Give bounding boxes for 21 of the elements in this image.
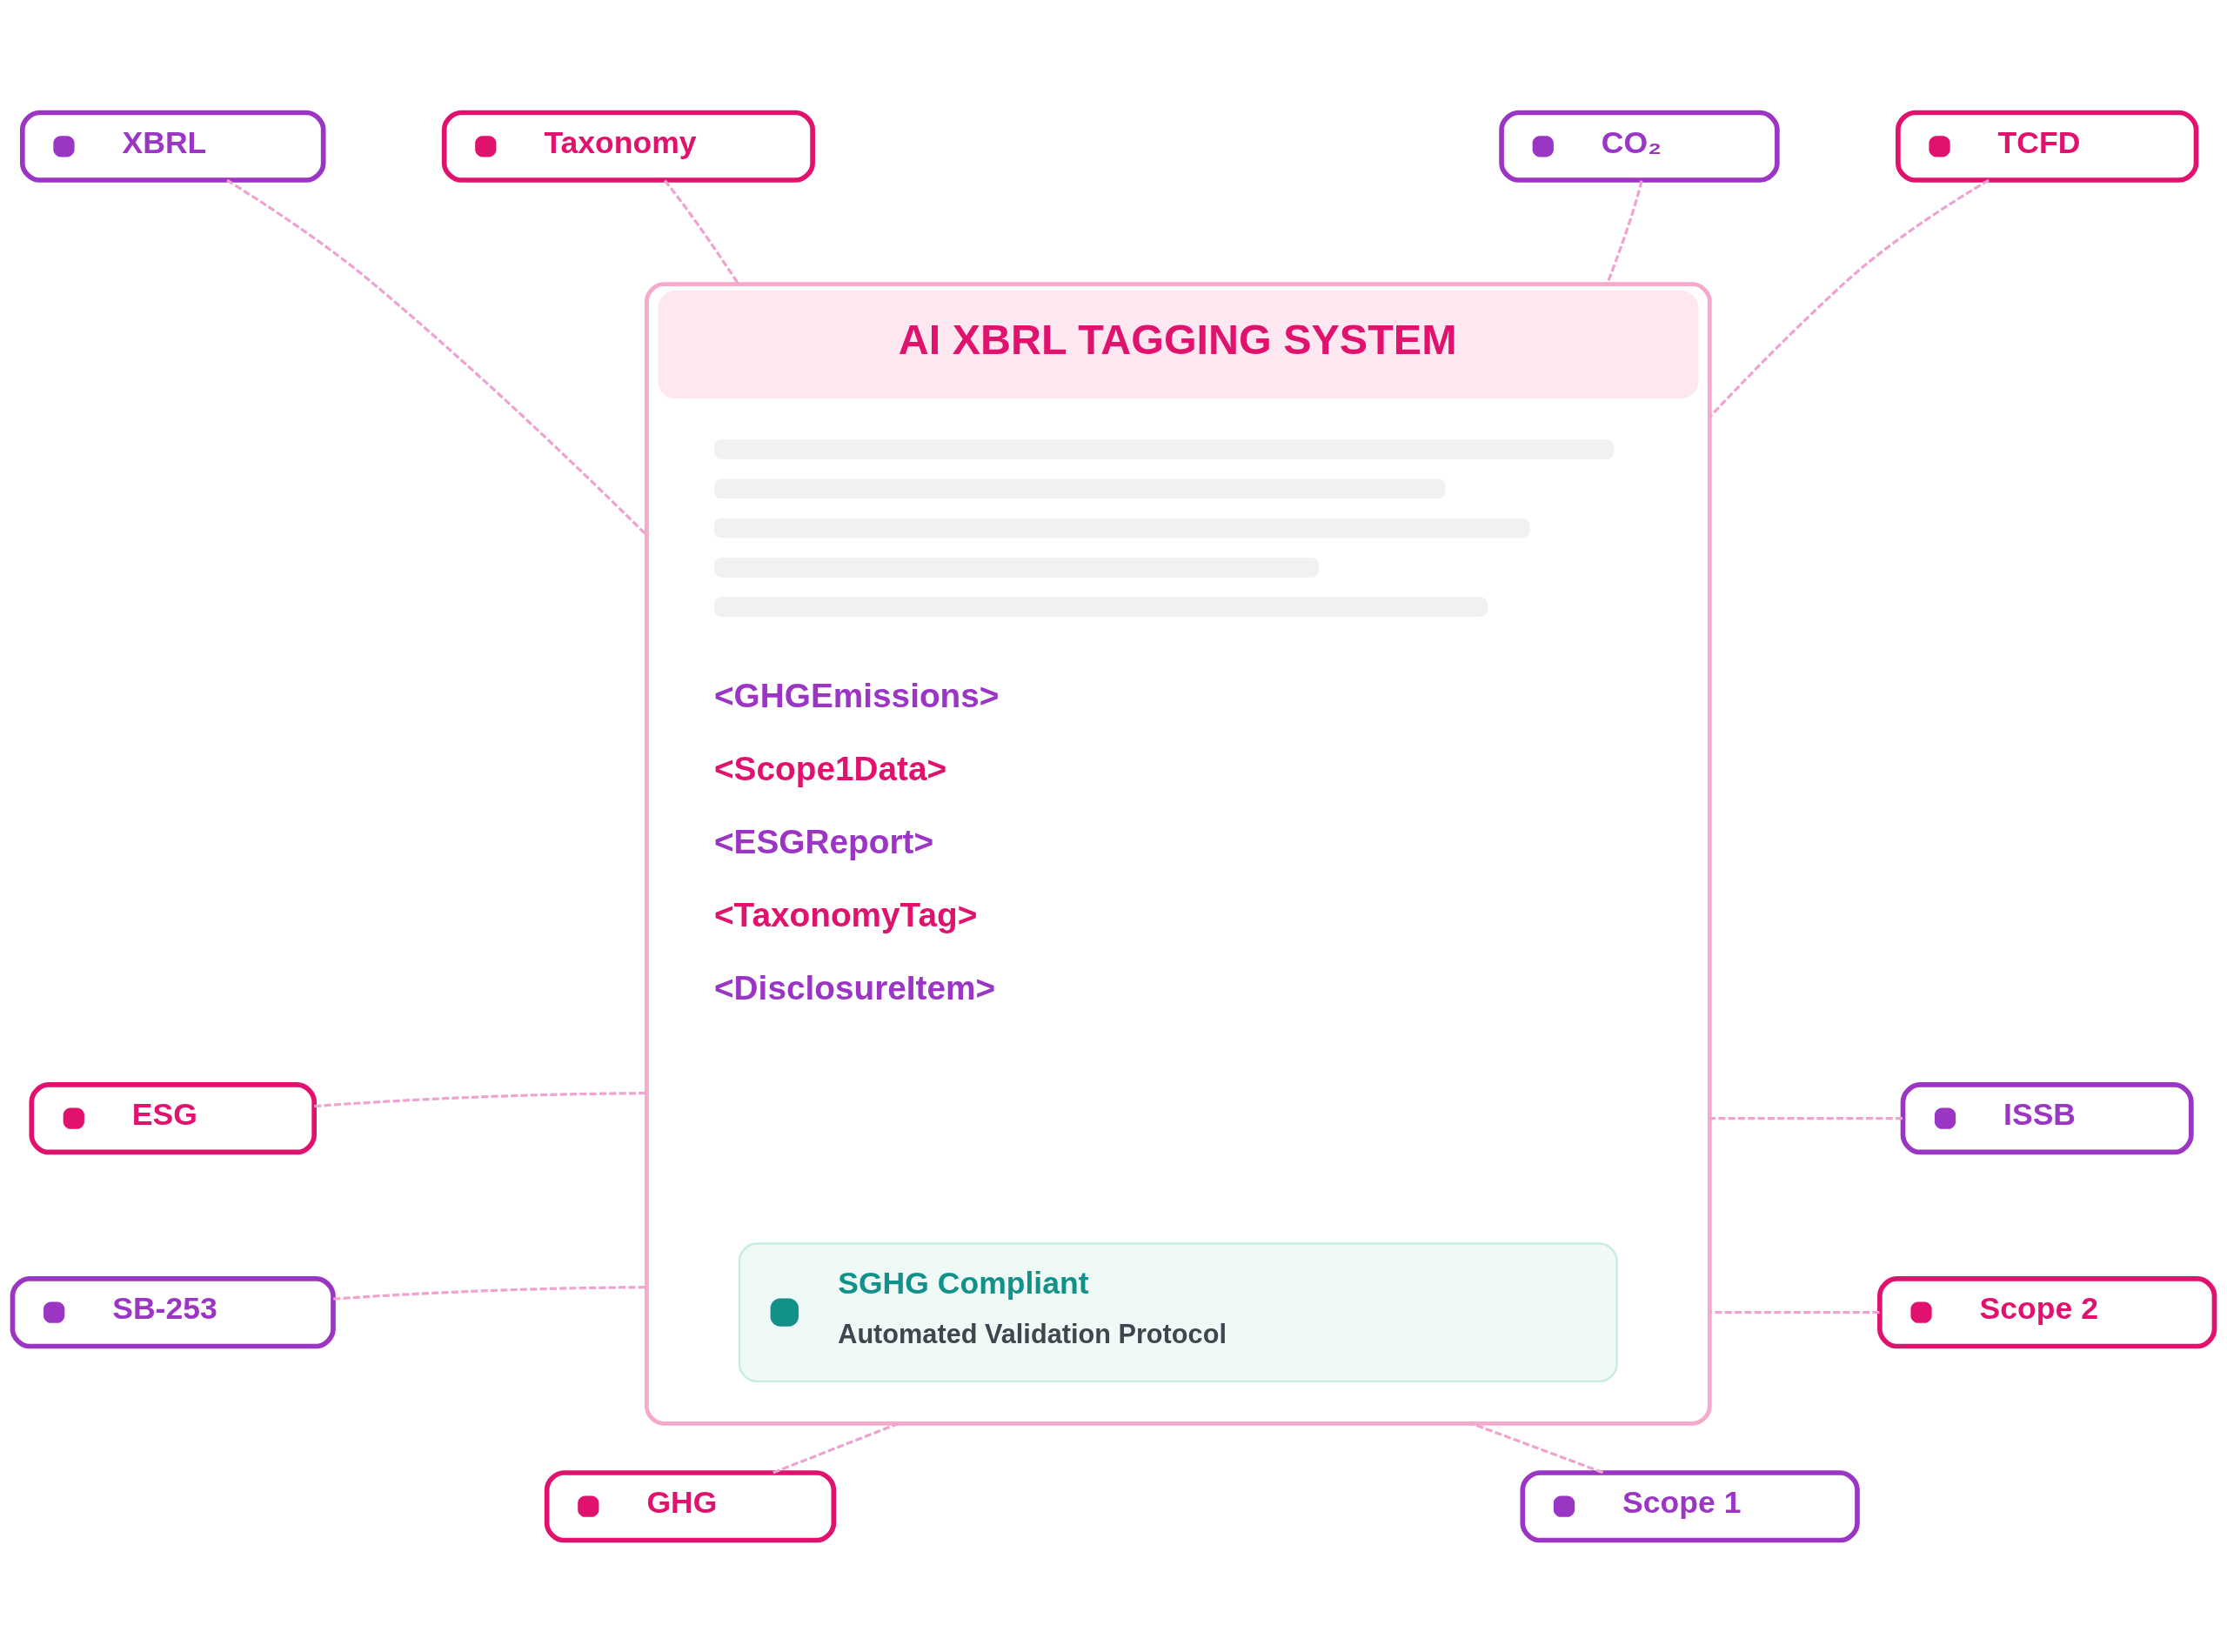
node-box: Taxonomy <box>441 110 815 183</box>
connector <box>772 1421 899 1474</box>
connector <box>1709 178 1990 418</box>
node-box: SGHG Compliant Automated Validation Protocol <box>738 1241 1618 1382</box>
connector <box>1471 1421 1604 1474</box>
connector <box>1605 179 1643 284</box>
node-box: ESG <box>29 1081 317 1154</box>
connector <box>333 1285 647 1301</box>
connector <box>314 1091 647 1107</box>
connector <box>1709 1116 1903 1120</box>
connector <box>664 179 740 285</box>
node-box: Scope 1 <box>1520 1469 1860 1542</box>
node-box: Scope 2 <box>1877 1275 2217 1348</box>
connector <box>1709 1310 1880 1314</box>
connector <box>226 178 648 536</box>
node-box: SB-253 <box>10 1275 336 1348</box>
node-box: XBRL <box>19 110 326 183</box>
node-box: CO₂ <box>1499 110 1780 183</box>
node-box: GHG <box>544 1469 837 1542</box>
node-box: TCFD <box>1896 110 2199 183</box>
node-box: ISSB <box>1900 1081 2194 1154</box>
